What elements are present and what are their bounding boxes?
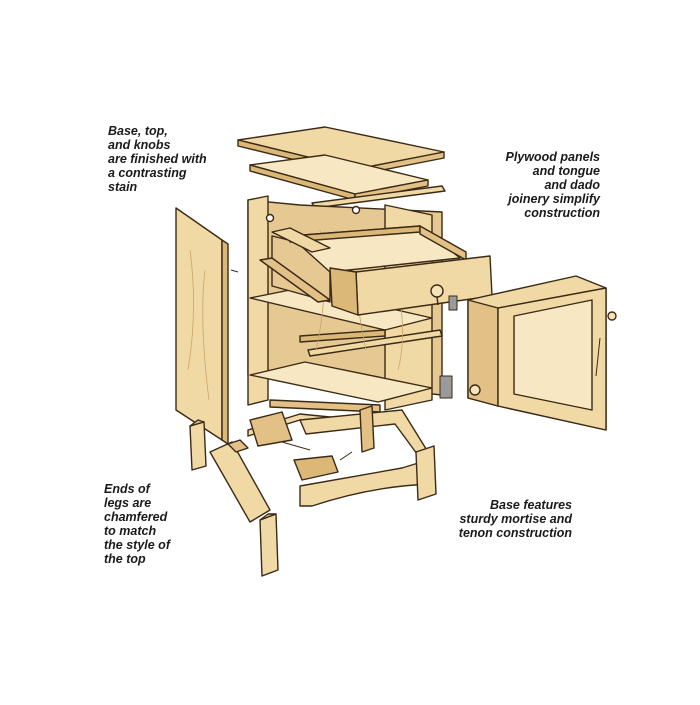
left-legs — [189, 419, 279, 577]
callout-plywood: Plywood panels and tongue and dado joine… — [505, 150, 600, 220]
drawer — [259, 225, 493, 316]
base-assembly — [247, 405, 437, 507]
callout-finish: Base, top, and knobs are finished with a… — [108, 124, 207, 194]
left-side-panel — [175, 207, 239, 445]
callout-base: Base features sturdy mortise and tenon c… — [458, 498, 572, 540]
cabinet-door — [439, 275, 617, 431]
cabinet-top — [237, 126, 445, 176]
callout-legs: Ends of legs are chamfered to match the … — [104, 482, 170, 566]
